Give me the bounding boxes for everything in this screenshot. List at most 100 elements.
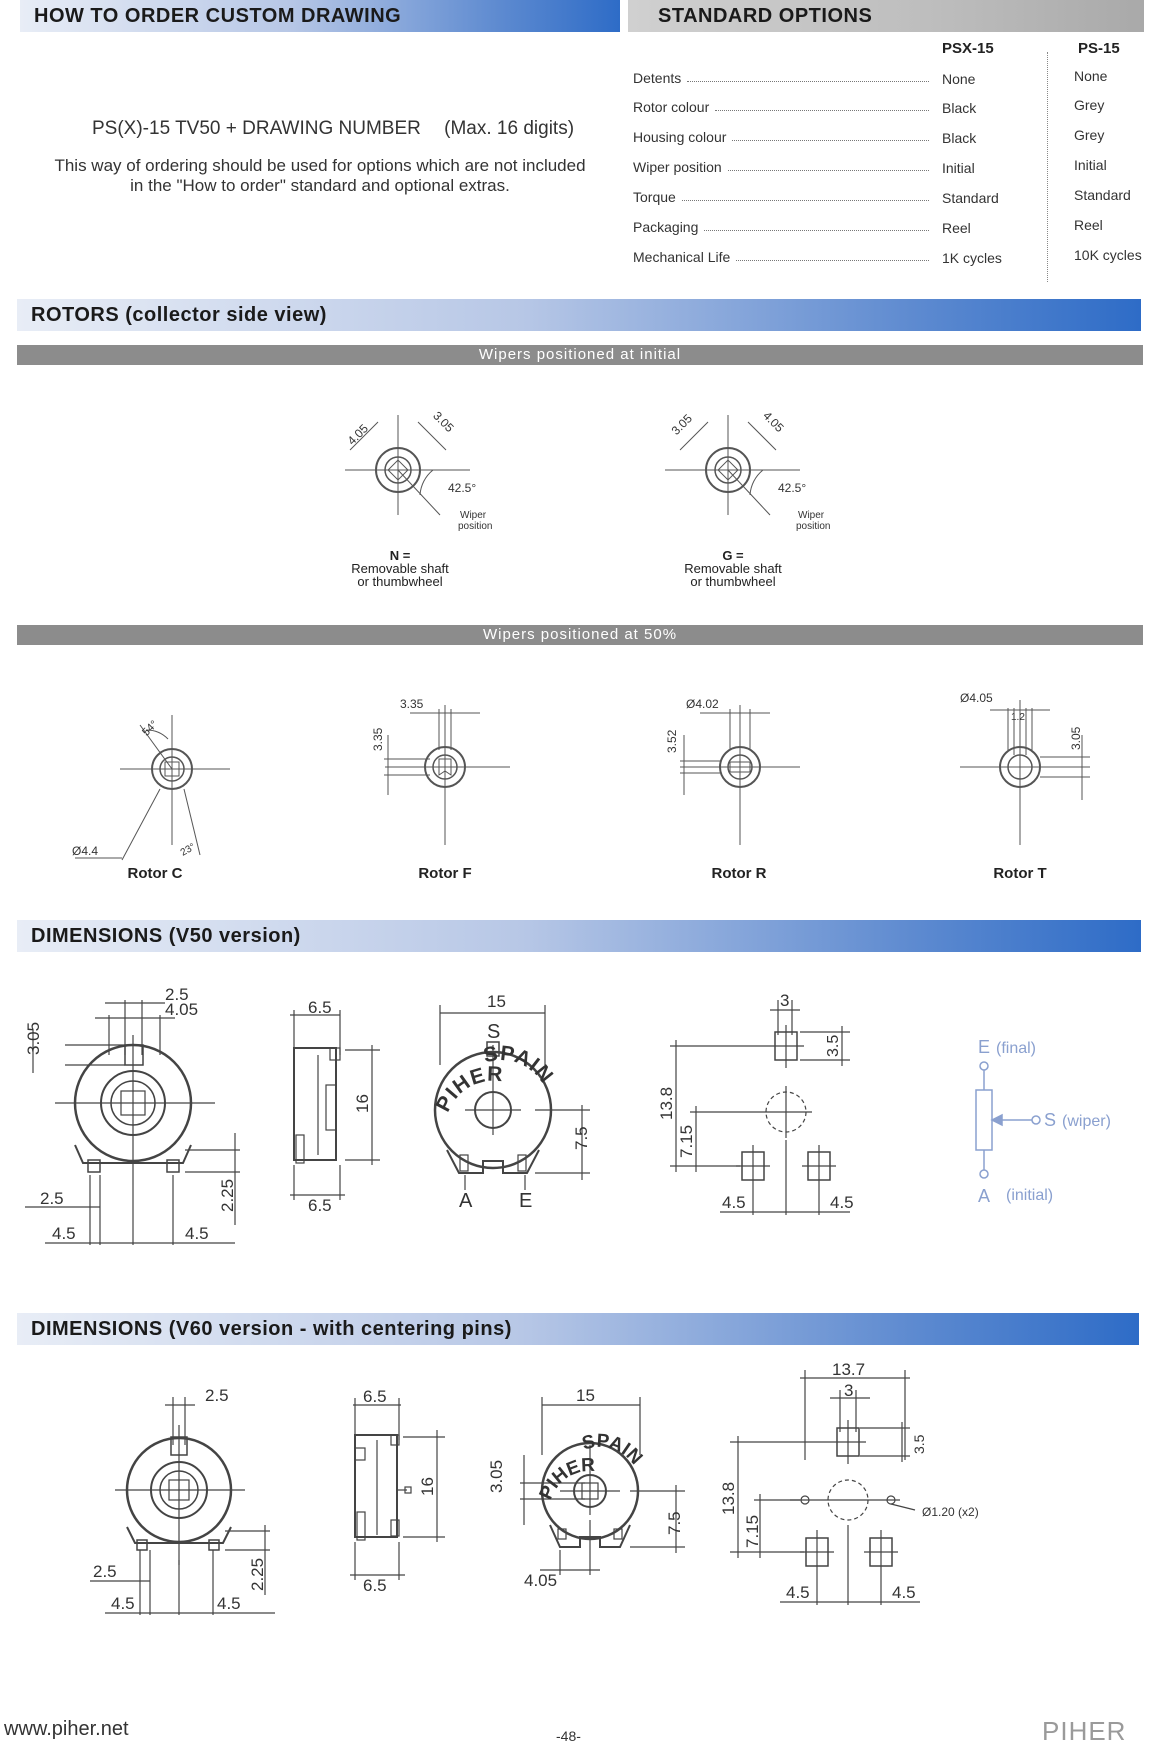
description-line-1: This way of ordering should be used for … xyxy=(54,156,586,175)
option-value-ps: Standard xyxy=(1074,187,1131,203)
schematic-e: E xyxy=(978,1037,990,1057)
footer-page-number: -48- xyxy=(556,1728,581,1744)
option-value-psx: Black xyxy=(942,100,977,116)
v60-side-top: 6.5 xyxy=(363,1387,387,1406)
v50-pcb-l: 4.5 xyxy=(722,1193,746,1212)
rotor-c-angle-a: 54° xyxy=(140,718,160,738)
rotor-n-dim-a: 4.05 xyxy=(345,421,372,448)
v60-pcb-pad: 3.5 xyxy=(911,1434,927,1454)
v50-pcb-diagram: 3 3.5 13.8 7.15 4.5 4.5 xyxy=(657,991,854,1215)
col-psx15: PSX-15 xyxy=(942,40,994,57)
v60-front-diagram: 2.5 2.5 4.5 4.5 2.25 xyxy=(90,1386,275,1615)
schematic-s-label: (wiper) xyxy=(1062,1113,1111,1130)
v60-front-d4: 2.5 xyxy=(93,1562,117,1581)
option-value-psx: 1K cycles xyxy=(942,250,1002,266)
v50-back-s: S xyxy=(487,1021,500,1043)
rotor-r-name: Rotor R xyxy=(711,865,767,882)
leader-dots xyxy=(681,200,929,201)
rotor-n-diagram: 4.05 3.05 42.5° Wiper position xyxy=(345,409,493,532)
leader-dots xyxy=(727,170,929,171)
option-label: Mechanical Life xyxy=(633,249,731,265)
rotor-t-name: Rotor T xyxy=(993,865,1047,882)
option-value-ps: Reel xyxy=(1074,217,1103,233)
v50-side-top: 6.5 xyxy=(308,998,332,1017)
schematic-a-label: (initial) xyxy=(1006,1187,1053,1204)
max-digits-note: (Max. 16 digits) xyxy=(444,118,575,139)
rotor-r-diagram: Ø4.02 3.52 xyxy=(665,697,800,845)
option-row-1: Rotor colour xyxy=(633,99,933,115)
rotor-g-angle: 42.5° xyxy=(778,481,806,495)
rotor-g-wiper-1: Wiper xyxy=(798,510,825,521)
option-value-psx: Reel xyxy=(942,220,971,236)
rotor-t-dim-v: 3.05 xyxy=(1069,726,1083,750)
option-value-psx: Initial xyxy=(942,160,975,176)
dimensions-v50-header: DIMENSIONS (V50 version) xyxy=(17,920,1141,952)
rotor-n-desc-2: or thumbwheel xyxy=(357,574,443,589)
column-divider xyxy=(1047,52,1048,282)
v60-back-h: 7.5 xyxy=(665,1511,684,1535)
v50-front-d5: 4.5 xyxy=(52,1224,76,1243)
v50-front-d1: 2.5 xyxy=(165,985,189,1004)
v50-pcb-h2: 7.15 xyxy=(677,1125,696,1158)
description-line-2: in the "How to order" standard and optio… xyxy=(130,176,510,195)
rotor-f-dim-v: 3.35 xyxy=(371,727,385,751)
v50-front-diagram: 2.5 4.05 3.05 2.5 4.5 4.5 2.25 xyxy=(24,985,240,1245)
v50-front-d2: 4.05 xyxy=(165,1000,198,1019)
option-label: Detents xyxy=(633,70,682,86)
option-label: Housing colour xyxy=(633,129,727,145)
option-row-5: Packaging xyxy=(633,219,933,235)
schematic-s: S xyxy=(1044,1110,1056,1130)
v60-back-bottom: 4.05 xyxy=(524,1571,557,1590)
rotor-g-diagram: 3.05 4.05 42.5° Wiper position xyxy=(665,409,830,532)
rotor-n-dim-b: 3.05 xyxy=(430,409,457,436)
v60-back-width: 15 xyxy=(576,1386,595,1405)
footer-brand-logo: PIHER xyxy=(1042,1716,1127,1746)
option-label: Wiper position xyxy=(633,159,722,175)
v50-front-d7: 2.25 xyxy=(218,1179,237,1212)
potentiometer-schematic: E (final) S (wiper) A (initial) xyxy=(975,1037,1111,1206)
v60-pcb-pin: Ø1.20 (x2) xyxy=(922,1505,979,1519)
option-label: Torque xyxy=(633,189,676,205)
v50-front-d4: 2.5 xyxy=(40,1189,64,1208)
rotor-t-diagram: Ø4.05 1.2 3.05 xyxy=(960,691,1090,845)
option-row-4: Torque xyxy=(633,189,933,205)
order-code: PS(X)-15 TV50 + DRAWING NUMBER xyxy=(92,118,421,139)
v60-front-d1: 2.5 xyxy=(205,1386,229,1405)
v50-pcb-h1: 13.8 xyxy=(657,1087,676,1120)
rotor-f-diagram: 3.35 3.35 xyxy=(371,697,510,845)
rotors-header: ROTORS (collector side view) xyxy=(17,299,1141,331)
v50-back-width: 15 xyxy=(487,992,506,1011)
footer-url[interactable]: www.piher.net xyxy=(4,1718,129,1740)
option-value-psx: Black xyxy=(942,130,977,146)
v60-pcb-h1: 13.8 xyxy=(719,1482,738,1515)
bar-wipers-50: Wipers positioned at 50% xyxy=(17,625,1143,645)
rotor-g-caption: G = Removable shaft or thumbwheel xyxy=(658,549,808,588)
rotor-c-diam: Ø4.4 xyxy=(72,844,98,858)
v50-front-d3: 3.05 xyxy=(24,1022,43,1055)
rotor-r-dim-v: 3.52 xyxy=(665,729,679,753)
option-label: Packaging xyxy=(633,219,699,235)
v50-side-height: 16 xyxy=(353,1094,372,1113)
option-row-0: Detents xyxy=(633,70,933,86)
rotor-g-dim-a: 3.05 xyxy=(669,411,696,438)
rotor-t-dim-w: 1.2 xyxy=(1011,712,1025,723)
v60-front-d6: 4.5 xyxy=(217,1594,241,1613)
rotor-c-angle-b: 23° xyxy=(179,842,198,859)
v60-ring-text-1: PIHER xyxy=(536,1455,596,1503)
v60-pcb-mid: 3 xyxy=(844,1381,853,1400)
rotor-n-name: N = xyxy=(389,548,411,563)
option-value-ps: Initial xyxy=(1074,157,1107,173)
v60-side-height: 16 xyxy=(418,1477,437,1496)
rotor-n-angle: 42.5° xyxy=(448,481,476,495)
dimensions-v60-header: DIMENSIONS (V60 version - with centering… xyxy=(17,1313,1139,1345)
v60-front-d7: 2.25 xyxy=(248,1558,267,1591)
rotor-t-diam: Ø4.05 xyxy=(960,691,993,705)
v50-side-diagram: 6.5 16 6.5 xyxy=(290,998,380,1215)
option-row-6: Mechanical Life xyxy=(633,249,933,265)
order-code-line: PS(X)-15 TV50 + DRAWING NUMBER (Max. 16 … xyxy=(92,118,574,140)
leader-dots xyxy=(715,110,929,111)
option-value-ps: Grey xyxy=(1074,97,1105,113)
option-value-psx: None xyxy=(942,71,976,87)
option-row-3: Wiper position xyxy=(633,159,933,175)
leader-dots xyxy=(687,81,929,82)
